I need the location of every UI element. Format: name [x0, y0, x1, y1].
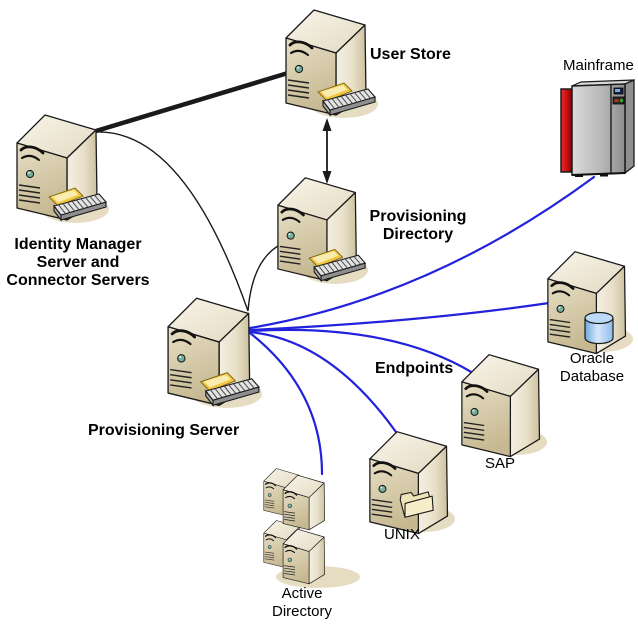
mainframe-label: Mainframe [563, 57, 634, 74]
link-provisioning-server-oracle-database [248, 301, 551, 332]
cluster-server-front-top [282, 474, 326, 531]
link-user-store-provisioning-directory-arrow [322, 118, 332, 184]
provisioning-directory-label: Provisioning Directory [369, 208, 467, 243]
mainframe-icon [560, 78, 635, 177]
provisioning-server-label: Provisioning Server [88, 422, 240, 439]
oracle-database-label: Oracle Database [559, 350, 625, 385]
endpoints-label: Endpoints [375, 360, 454, 377]
link-identity-manager-user-store [95, 70, 289, 134]
folder-icon [399, 491, 434, 518]
user-store-label: User Store [370, 46, 451, 63]
provisioning-directory-icon [278, 178, 365, 281]
sap-icon [460, 353, 541, 458]
user-store-icon [286, 10, 375, 115]
database-cylinder-icon [584, 311, 614, 345]
active-directory-icon [263, 467, 326, 585]
link-provisioning-server-mainframe [248, 175, 596, 330]
sap-label: SAP [485, 455, 516, 472]
provisioning-server-icon [168, 298, 259, 405]
identity-manager-label: Identity Manager Server and Connector Se… [6, 236, 150, 289]
unix-label: UNIX [384, 526, 420, 543]
active-directory-label: Active Directory [271, 585, 332, 620]
link-provisioning-server-active-directory [248, 331, 324, 476]
link-identity-manager-provisioning-server [95, 131, 249, 312]
link-provisioning-server-unix [248, 330, 398, 434]
identity-manager-icon [17, 115, 106, 220]
cluster-server-front-bottom [282, 528, 326, 585]
link-provisioning-server-provisioning-directory [247, 245, 279, 312]
mainframe-red-panel [560, 88, 573, 173]
unix-icon [368, 430, 449, 535]
link-provisioning-server-sap [248, 328, 475, 375]
